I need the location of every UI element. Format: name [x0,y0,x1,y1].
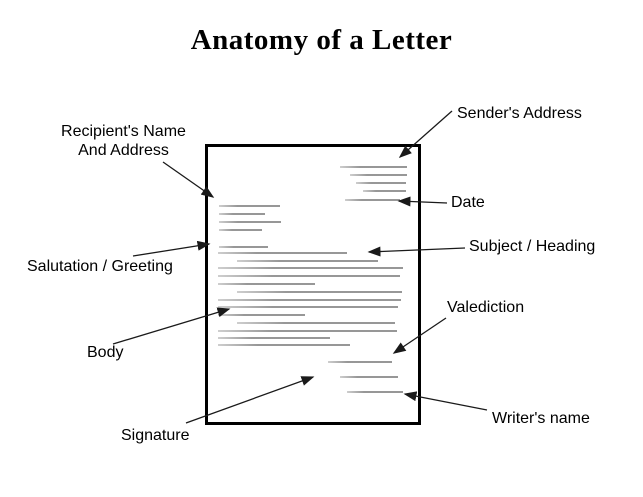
letter-page [205,144,421,425]
label-date: Date [451,194,485,211]
salutation-arrow [132,240,211,257]
label-signature: Signature [121,427,190,444]
label-body: Body [87,344,124,361]
label-subject-heading: Subject / Heading [469,238,596,255]
label-recipients-name-and-address: Recipient's Name And Address [61,123,186,159]
label-writers-name: Writer's name [492,410,590,427]
label-valediction: Valediction [447,299,525,316]
diagram-title: Anatomy of a Letter [190,24,453,56]
label-senders-address: Sender's Address [457,105,582,122]
label-salutation-greeting: Salutation / Greeting [27,258,173,275]
